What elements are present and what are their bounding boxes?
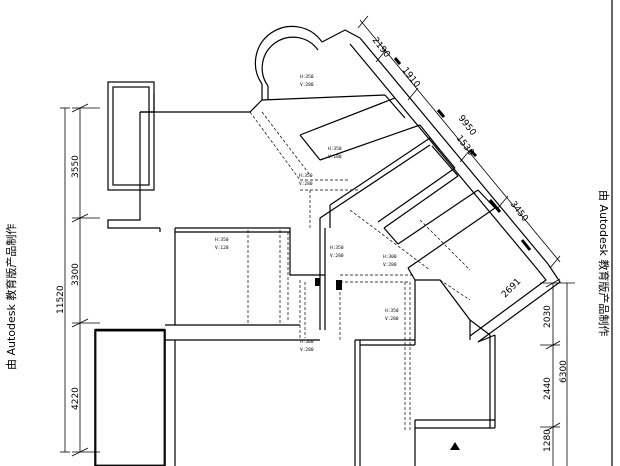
watermark-right: 由 Autodesk 教育版产品制作 [597, 190, 611, 336]
right-dimension-chain [540, 278, 575, 466]
tag-v-1: V:180 [328, 154, 342, 160]
dim-right-2030: 2030 [543, 305, 553, 328]
tag-h-6: H:350 [385, 308, 399, 314]
tag-h-4: H:350 [330, 245, 344, 251]
dim-left-3300: 3300 [71, 263, 81, 286]
dim-right-2440: 2440 [543, 377, 553, 400]
tag-v-3: V:120 [215, 245, 229, 251]
dim-right-1280: 1280 [543, 429, 553, 452]
left-room-fill [95, 330, 165, 466]
dim-diag-1910: 1910 [400, 66, 422, 90]
dim-left-11520: 11520 [56, 285, 66, 314]
dim-left-4220: 4220 [71, 387, 81, 410]
tag-h-7: H:300 [300, 339, 314, 345]
room-tags: H:350 V:280 H:350 V:180 H:350 V:280 H:35… [215, 74, 399, 353]
north-arrow-mark [450, 442, 460, 450]
tag-v-6: V:280 [385, 316, 399, 322]
dim-right-6300: 6300 [559, 360, 569, 383]
left-dimension-chain [60, 103, 100, 457]
tag-v-0: V:280 [300, 82, 314, 88]
tag-h-2: H:350 [299, 173, 313, 179]
tag-v-7: V:280 [300, 347, 314, 353]
dim-diag-2691: 2691 [500, 277, 523, 300]
dim-diag-3450: 3450 [508, 200, 530, 224]
tag-h-3: H:350 [215, 237, 229, 243]
tag-h-1: H:350 [328, 146, 342, 152]
tag-h-5: H:300 [383, 254, 397, 260]
walls [94, 25, 561, 466]
column-mark-1 [315, 278, 320, 286]
dim-left-3550: 3550 [71, 155, 81, 178]
dashed-lines [247, 111, 471, 430]
watermark-left: 由 Autodesk 教育版产品制作 [4, 224, 18, 370]
tag-h-0: H:350 [300, 74, 314, 80]
tag-v-5: V:280 [383, 262, 397, 268]
tag-v-2: V:280 [299, 181, 313, 187]
column-mark-2 [336, 280, 342, 290]
tag-v-4: V:280 [330, 253, 344, 259]
